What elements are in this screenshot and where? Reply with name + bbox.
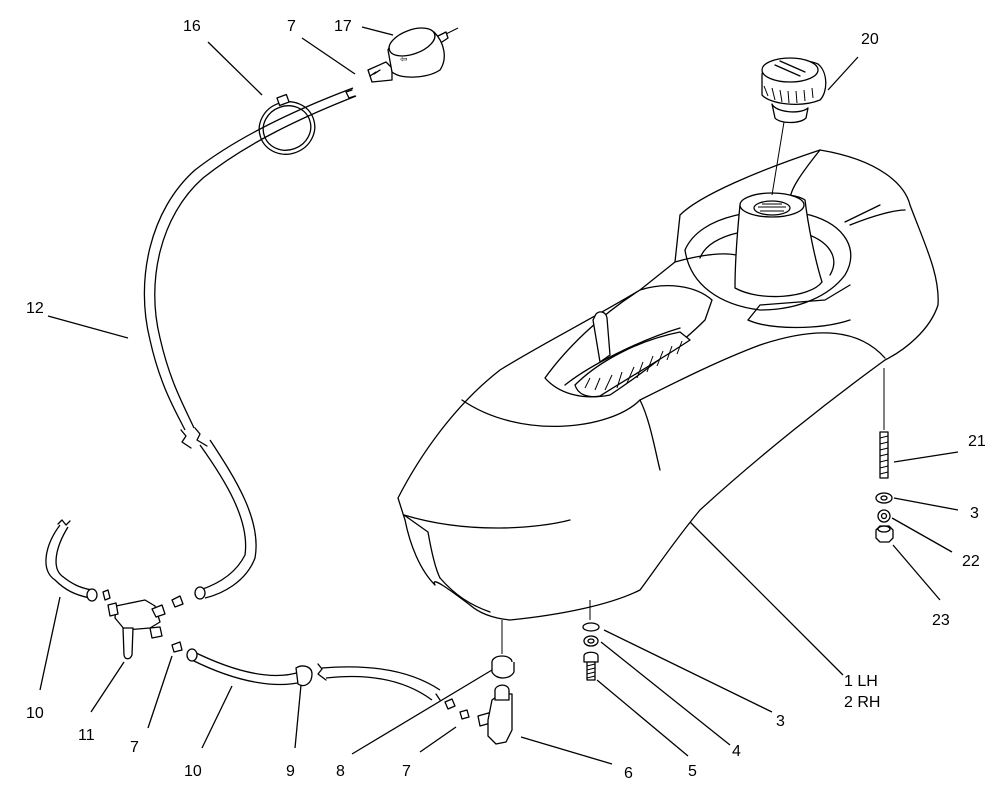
hose-clamp: [258, 93, 316, 155]
callout-2-rh: 2 RH: [844, 694, 880, 711]
callout-10-bottom: 10: [184, 763, 202, 780]
callout-4: 4: [732, 743, 741, 760]
callout-7-left: 7: [130, 739, 139, 756]
callout-3-bottom: 3: [776, 713, 785, 730]
callout-6: 6: [624, 765, 633, 782]
callout-5: 5: [688, 763, 697, 780]
fuel-hose-12: [143, 87, 357, 600]
callout-12: 12: [26, 300, 44, 317]
callout-3-rear: 3: [970, 505, 979, 522]
callout-23: 23: [932, 612, 950, 629]
callout-10-left: 10: [26, 705, 44, 722]
elbow-fitting: [477, 620, 515, 745]
callout-7-top: 7: [287, 18, 296, 35]
fuel-filter: ⇦: [345, 27, 459, 99]
callout-20: 20: [861, 31, 879, 48]
callout-16: 16: [183, 18, 201, 35]
callout-22: 22: [962, 553, 980, 570]
fuel-tank: [397, 149, 939, 621]
callout-9: 9: [286, 763, 295, 780]
svg-text:⇦: ⇦: [400, 54, 408, 64]
fuel-cap: [761, 57, 827, 196]
callout-17: 17: [334, 18, 352, 35]
callout-labels: 16 7 17 20 12 21 3 22 23 1 LH 2 RH 10 11…: [26, 18, 986, 782]
mounting-hardware-bottom: [582, 600, 600, 681]
callout-7-bottom: 7: [402, 763, 411, 780]
callout-1-lh: 1 LH: [844, 673, 878, 690]
callout-21: 21: [968, 433, 986, 450]
leader-lines: [39, 26, 959, 765]
callout-8: 8: [336, 763, 345, 780]
callout-11: 11: [78, 727, 95, 744]
shutoff-valve: [45, 519, 184, 660]
mounting-hardware-rear: [875, 368, 894, 543]
